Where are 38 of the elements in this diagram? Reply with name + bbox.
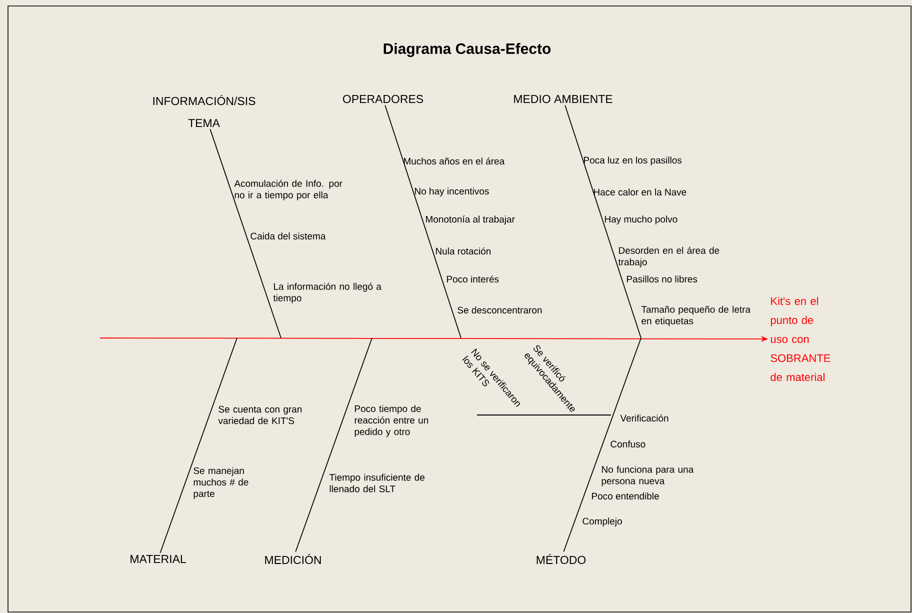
category-label: MEDIO AMBIENTE <box>514 94 612 104</box>
cause-label: Tamaño pequeño de letra en etiquetas <box>641 306 751 326</box>
cause-label: Caida del sistema <box>250 232 326 240</box>
bone-line <box>563 338 642 552</box>
cause-label: Hace calor en la Nave <box>594 188 686 196</box>
bone-line <box>160 338 238 554</box>
cause-label: Acomulación de Info. por no ir a tiempo por ella <box>234 180 342 200</box>
bone-line <box>384 104 462 338</box>
category-label: MEDICIÓN <box>265 554 321 564</box>
cause-label: Verificación <box>620 414 668 422</box>
bone-line <box>564 104 642 338</box>
cause-label: Pasillos no libres <box>627 276 698 282</box>
bone-line <box>210 128 282 338</box>
bone-line <box>295 338 372 552</box>
cause-label: Hay mucho polvo <box>605 216 678 224</box>
cause-label: La información no llegó a tiempo <box>273 282 382 304</box>
cause-label: Poco entendible <box>592 492 659 500</box>
cause-label: Confuso <box>610 440 646 448</box>
title: Diagrama Causa-Efecto <box>384 42 551 58</box>
cause-label: No hay incentivos <box>415 188 489 196</box>
effect-label: Kit's en el punto de uso con SOBRANTE de material <box>770 296 830 382</box>
cause-label: Muchos años en el área <box>404 157 505 165</box>
cause-label: Desorden en el área de trabajo <box>618 246 720 268</box>
cause-label: Se desconcentraron <box>458 306 542 314</box>
cause-label: Se manejan muchos # de parte <box>194 467 248 499</box>
cause-label: Complejo <box>582 518 622 526</box>
category-label: MÉTODO <box>536 554 586 564</box>
cause-label: Poca luz en los pasillos <box>584 156 682 166</box>
category-label: INFORMACIÓN/SIS TEMA <box>153 95 256 127</box>
cause-label: Tiempo insuficiente de llenado del SLT <box>329 474 425 492</box>
cause-label: Se cuenta con gran variedad de KIT'S <box>218 406 302 424</box>
cause-label: No funciona para una persona nueva <box>602 466 694 486</box>
cause-label: Poco tiempo de reacción entre un pedido y otro <box>354 405 428 437</box>
cause-label: Monotonía al trabajar <box>426 216 515 224</box>
cause-label: Poco interés <box>447 275 499 283</box>
category-label: OPERADORES <box>342 94 424 104</box>
cause-label: Nula rotación <box>436 247 491 255</box>
category-label: MATERIAL <box>130 555 186 563</box>
